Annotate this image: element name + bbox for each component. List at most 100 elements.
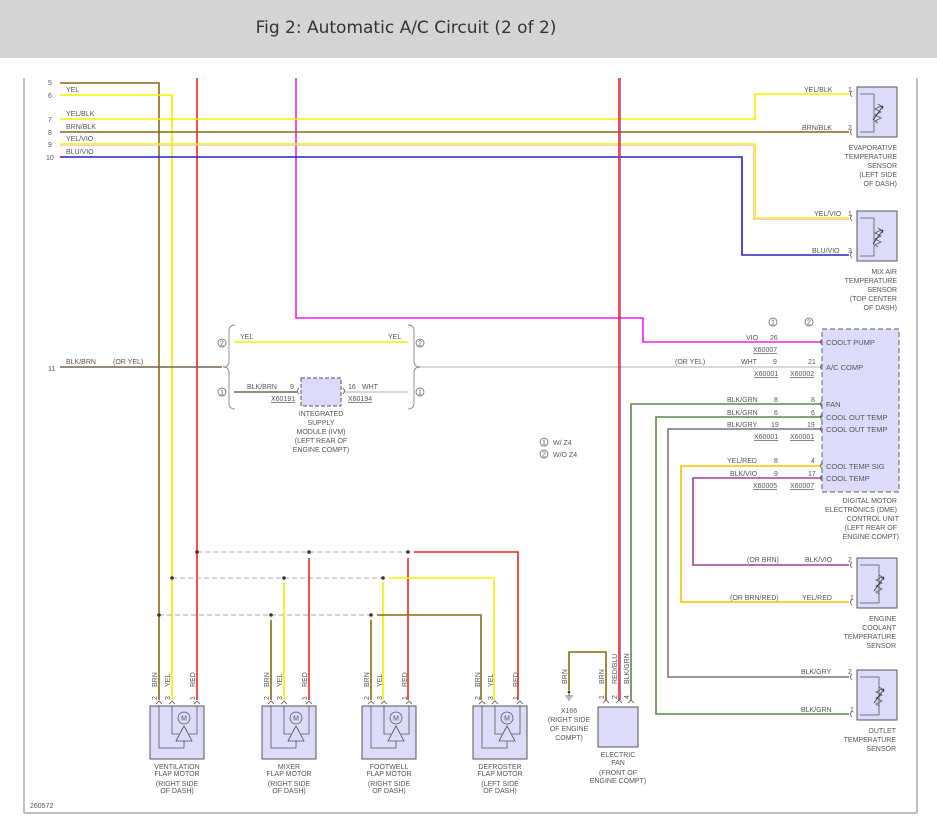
evap-name-line1: EVAPORATIVE <box>849 145 898 152</box>
pin-wire-label: BRN <box>475 672 482 687</box>
pin-number: 2 <box>364 696 371 700</box>
legend-text-2: W/O Z4 <box>553 452 577 459</box>
ect-name-line2: COOLANT <box>862 625 897 632</box>
ect-name-line3: TEMPERATURE <box>844 634 897 641</box>
pin-bracket <box>193 700 201 705</box>
integrated-supply-module[interactable]: 2 1 2 1 YEL YEL BLK/BRN 9 X60191 16 WHT … <box>217 324 425 454</box>
pin-number: 2 <box>152 696 159 700</box>
triangle-symbol <box>387 725 405 742</box>
pin-bracket <box>491 700 499 705</box>
mix-pin3-wire: BLU/VIO <box>812 248 840 255</box>
ivm-out-pin: 16 <box>348 384 356 391</box>
motor-symbol-label: M <box>293 716 299 723</box>
flap-motor-location: OF DASH) <box>272 788 305 795</box>
dme-cool-temp-sig-pin1: 8 <box>774 458 778 465</box>
ivm-marker-2-right: 2 <box>415 338 425 348</box>
pin-bracket <box>155 700 163 705</box>
internal-wire <box>512 706 521 735</box>
ivm-in-wire: BLK/BRN <box>247 384 277 391</box>
dme-cool-out-temp-conn1: X60001 <box>754 434 778 441</box>
flap-motor-box <box>361 705 417 760</box>
dme-control-unit[interactable]: 1 2 COOLT PUMP VIO 26 X60007 A/C COMP (O… <box>675 317 900 541</box>
svg-text:2: 2 <box>542 452 546 459</box>
internal-wire <box>401 706 410 735</box>
figure-header: Fig 2: Automatic A/C Circuit (2 of 2) <box>0 0 937 58</box>
terminal-6-wire: YEL <box>66 87 79 94</box>
motor-icon <box>389 711 403 725</box>
pin-wire-label: YEL <box>277 674 284 687</box>
motor-icon <box>177 711 191 725</box>
internal-wire <box>481 706 508 749</box>
mix-name-line1: MIX AIR <box>871 269 897 276</box>
wire-blk-gry-outlet <box>667 428 849 678</box>
pin-wire-label: BRN <box>264 672 271 687</box>
triangle-symbol <box>175 725 193 742</box>
svg-text:2: 2 <box>418 341 422 348</box>
dme-name-line4: (LEFT REAR OF <box>845 525 897 532</box>
flap-motor-box <box>472 705 528 760</box>
fan-name-line2: FAN <box>611 760 625 767</box>
wiring-diagram: 5 6 YEL 7 YEL/BLK 8 BRN/BLK 9 YEL/VIO 10… <box>23 78 918 814</box>
dme-pin-label-cool-out-temp-1: COOL OUT TEMP <box>826 413 888 422</box>
flap-motor-location: OF DASH) <box>160 788 193 795</box>
terminal-6-number: 6 <box>48 93 52 100</box>
pin-bracket <box>305 700 313 705</box>
engine-coolant-temperature-sensor[interactable]: (OR BRN) BLK/VIO 2 (OR BRN/RED) YEL/RED … <box>730 557 898 650</box>
dme-cool-temp-sig-pin2: 4 <box>811 458 815 465</box>
outlet-pin1-wire: BLK/GRN <box>801 707 832 714</box>
outlet-name-line1: OUTLET <box>868 728 896 735</box>
wire-red-defrost <box>414 551 519 700</box>
dme-cool-out-temp-1-wire: BLK/GRN <box>727 410 758 417</box>
pin-bracket <box>405 700 413 705</box>
dme-col-marker-2: 2 <box>804 317 814 327</box>
ect-pin1-wire: YEL/RED <box>802 595 832 602</box>
pin-bracket <box>367 700 375 705</box>
wires <box>60 78 849 715</box>
legend-marker-2: 2 <box>539 449 549 459</box>
wire-blk-grn-outlet <box>655 416 849 715</box>
pin-wire-label: RED <box>190 672 197 687</box>
flap-motor-location: (LEFT SIDE <box>481 781 519 788</box>
mix-pin1-wire: YEL/VIO <box>814 211 842 218</box>
wire-yel-red-ect <box>680 465 849 603</box>
ivm-name-line3: MODULE (IVM) <box>297 429 346 436</box>
dme-ac-comp-conn1: X60001 <box>754 371 778 378</box>
dme-pin-label-cool-temp-sig: COOL TEMP SIG <box>826 462 885 471</box>
outlet-temperature-sensor[interactable]: BLK/GRY 2 BLK/GRN 1 OUTLET TEMPERATURE S… <box>801 669 898 753</box>
ivm-branch2-right-wire: YEL <box>388 334 401 341</box>
terminal-11-wire: BLK/BRN <box>66 359 96 366</box>
evaporative-temperature-sensor[interactable]: YEL/BLK 1 BRN/BLK 2 EVAPORATIVE TEMPERAT… <box>802 86 898 188</box>
wire-brn-defrost <box>377 614 482 700</box>
flap-motor-location: (RIGHT SIDE <box>268 781 311 788</box>
flap-motor-name: MIXER <box>278 764 300 771</box>
ivm-marker-1-right: 1 <box>415 387 425 397</box>
pin-wire-label: RED <box>402 672 409 687</box>
ground-name-line3: OF ENGINE <box>550 726 589 733</box>
ivm-out-connector: X60194 <box>348 396 372 403</box>
ect-pin1-alt: (OR BRN/RED) <box>730 595 779 602</box>
mix-pin1-number: 1 <box>848 211 852 218</box>
dme-cool-temp-pin1: 9 <box>774 471 778 478</box>
pin-wire-label: RED <box>513 672 520 687</box>
pin-number: 1 <box>402 696 409 700</box>
wire-blk-vio-ect <box>692 477 849 566</box>
electric-fan[interactable]: BRN RED/BLU BLK/GRN 1 2 4 ELECTRIC FAN (… <box>590 653 646 785</box>
pin-bracket <box>280 700 288 705</box>
motor-symbol-label: M <box>181 716 187 723</box>
flap-motor-name: VENTILATION <box>154 764 199 771</box>
pin-number: 3 <box>277 696 284 700</box>
terminal-10-wire: BLU/VIO <box>66 149 94 156</box>
terminal-11-alt: (OR YEL) <box>113 359 143 366</box>
dme-cool-out-temp-2-wire: BLK/GRY <box>727 422 758 429</box>
mix-air-temperature-sensor[interactable]: YEL/VIO 1 BLU/VIO 3 MIX AIR TEMPERATURE … <box>812 210 898 312</box>
terminal-9-number: 9 <box>48 142 52 149</box>
ivm-out-wire: WHT <box>362 384 379 391</box>
ground-x166[interactable]: BRN X166 (RIGHT SIDE OF ENGINE COMPT) <box>548 669 591 742</box>
terminal-10-number: 10 <box>46 155 54 162</box>
dme-coolt-pump-pin1: 26 <box>770 335 778 342</box>
